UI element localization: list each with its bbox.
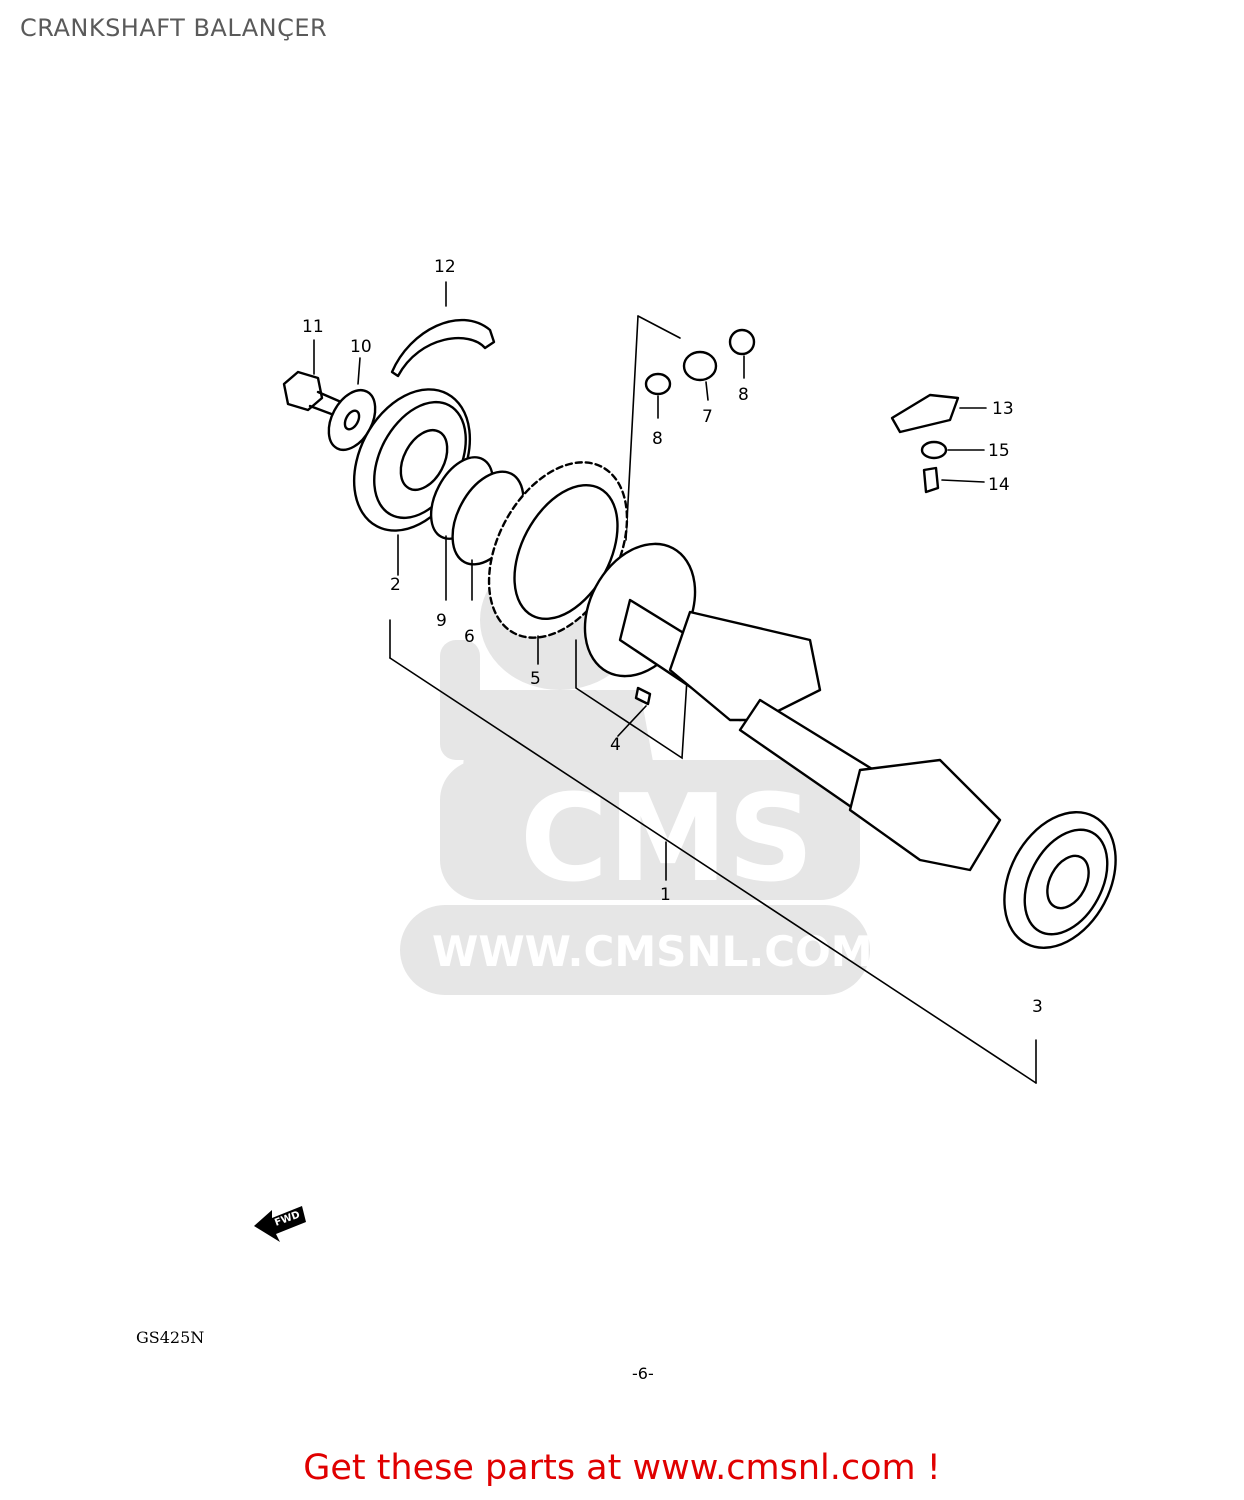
fwd-arrow-icon: FWD — [254, 1206, 306, 1242]
model-code: GS425N — [136, 1328, 205, 1347]
callout-13: 13 — [992, 399, 1014, 419]
callout-7: 7 — [702, 407, 713, 427]
part-8-plug-left — [644, 372, 672, 419]
part-4-key — [634, 686, 652, 706]
callout-11: 11 — [302, 317, 324, 337]
callout-12: 12 — [434, 257, 456, 277]
callout-14: 14 — [988, 475, 1010, 495]
callout-4: 4 — [610, 735, 621, 755]
footer-link[interactable]: Get these parts at www.cmsnl.com ! — [303, 1448, 941, 1488]
part-7-spring — [682, 350, 718, 401]
callout-2: 2 — [390, 575, 401, 595]
part-3-bearing — [1003, 811, 1117, 949]
part-14-screw — [922, 466, 985, 494]
callout-10: 10 — [350, 337, 372, 357]
part-15-washer — [920, 440, 985, 460]
part-12-circlip — [390, 318, 496, 378]
callout-1: 1 — [660, 885, 671, 905]
assembly-bracket-1 — [389, 534, 1037, 1084]
page-number: -6- — [632, 1364, 654, 1383]
callout-15: 15 — [988, 441, 1010, 461]
part-13-plate — [890, 393, 987, 434]
callout-3: 3 — [1032, 997, 1043, 1017]
callout-8-right: 8 — [738, 385, 749, 405]
watermark-url: WWW.CMSNL.COM — [432, 927, 873, 976]
callout-6: 6 — [464, 627, 475, 647]
callout-9: 9 — [436, 611, 447, 631]
part-8-plug-right — [728, 328, 756, 379]
callout-5: 5 — [530, 669, 541, 689]
callout-8-left: 8 — [652, 429, 663, 449]
leader-lines — [313, 281, 647, 737]
page-title: CRANKSHAFT BALANÇER — [20, 14, 328, 42]
part-1-balancer-shaft — [583, 542, 1002, 872]
